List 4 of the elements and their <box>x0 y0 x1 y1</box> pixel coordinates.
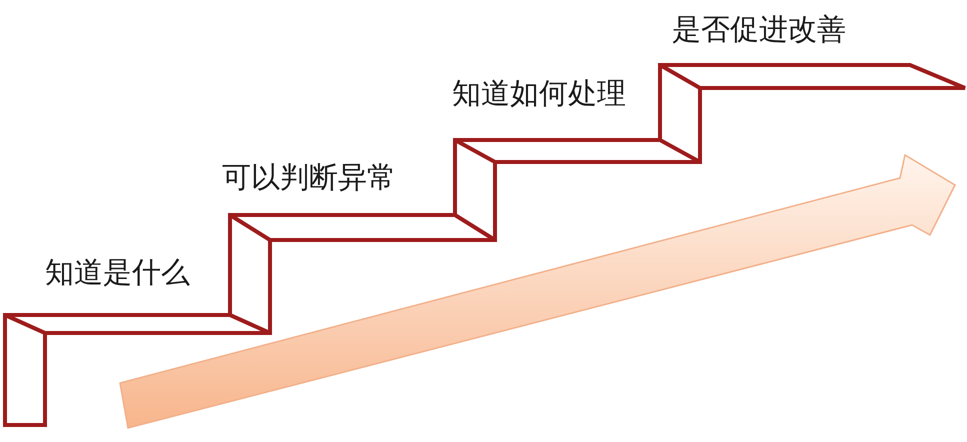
step-label: 知道如何处理 <box>452 76 626 111</box>
step-label: 可以判断异常 <box>222 160 396 195</box>
step-label: 知道是什么 <box>45 255 190 290</box>
step-label: 是否促进改善 <box>672 12 846 47</box>
